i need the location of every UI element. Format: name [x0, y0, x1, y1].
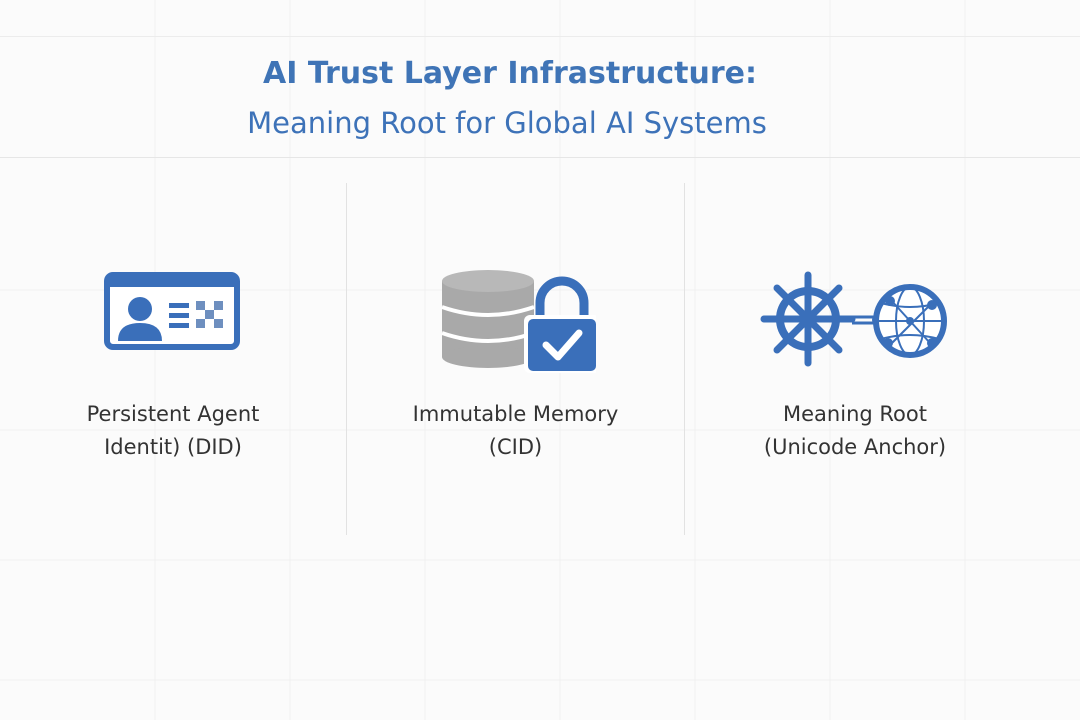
panel-meaning-root-icon-wrap [685, 271, 1025, 381]
panel-memory-label-line1: Immutable Memory [412, 402, 619, 426]
panel-identity-label-line1: Persistent Agent [86, 402, 260, 426]
column-separator-1 [346, 183, 347, 535]
panel-identity: Persistent Agent Identit) (DID) [0, 183, 346, 535]
panel-identity-label-line2: Identit) (DID) [104, 435, 242, 459]
panel-memory: Immutable Memory (CID) [347, 183, 684, 535]
database-lock-icon [440, 270, 596, 373]
panel-memory-icon-wrap [347, 267, 684, 377]
id-card-icon [104, 272, 240, 350]
column-separator-2 [684, 183, 685, 535]
panel-meaning-root: Meaning Root (Unicode Anchor) [685, 183, 1025, 535]
ship-wheel-globe-icon [760, 271, 947, 367]
page-subtitle: Meaning Root for Global AI Systems [247, 106, 767, 140]
panel-identity-icon-wrap [0, 271, 346, 381]
ship-wheel-icon [760, 271, 856, 367]
panel-memory-label-line2: (CID) [488, 435, 543, 459]
panel-meaning-root-label: Meaning Root (Unicode Anchor) [685, 398, 1025, 464]
panel-identity-label: Persistent Agent Identit) (DID) [0, 398, 346, 464]
panel-memory-label: Immutable Memory (CID) [347, 398, 684, 464]
globe-icon [873, 284, 947, 358]
panel-meaning-root-label-line2: (Unicode Anchor) [763, 435, 947, 459]
header-divider [0, 157, 1080, 158]
top-rule [0, 36, 1080, 37]
page-title: AI Trust Layer Infrastructure: [263, 56, 757, 91]
panel-meaning-root-label-line1: Meaning Root [783, 402, 927, 426]
